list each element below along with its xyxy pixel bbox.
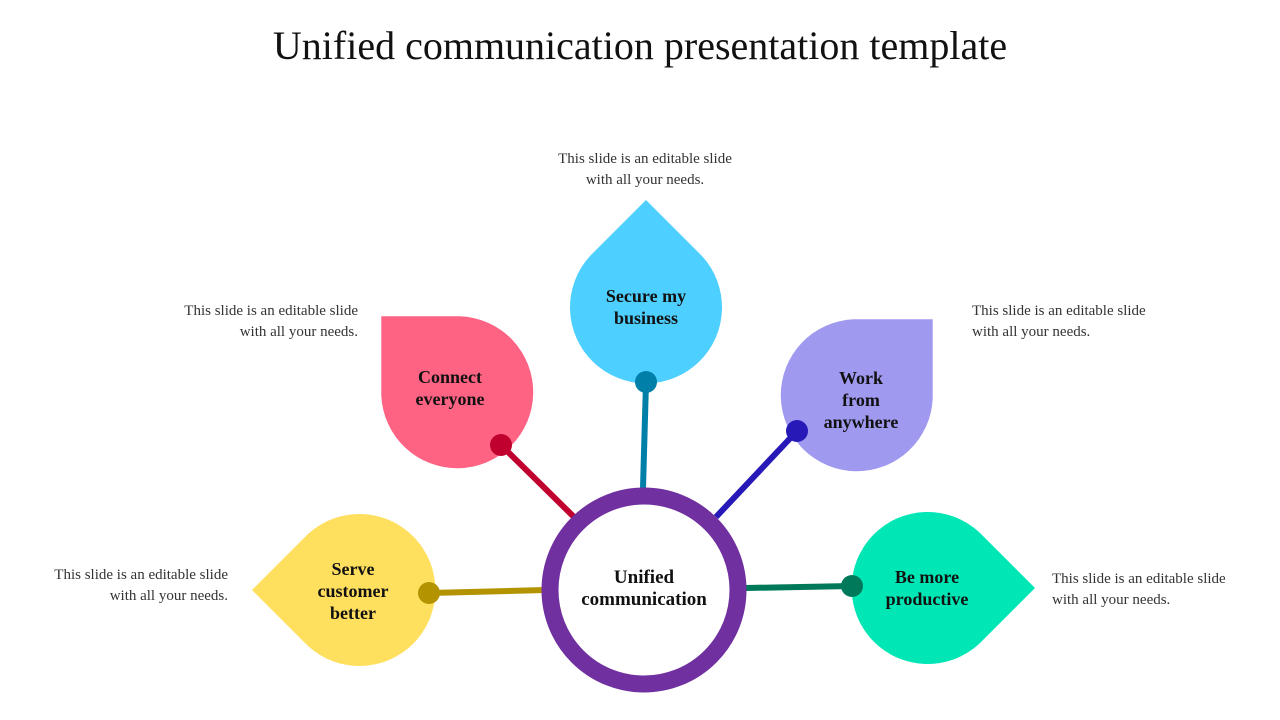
connector-productive [745,583,853,591]
label-secure: Secure my business [605,286,687,328]
description-work: This slide is an editable slide with all… [972,303,1146,340]
description-connect: This slide is an editable slide with all… [184,303,358,340]
label-productive: Be more productive [885,567,969,609]
drop-connect [381,316,534,469]
connector-work [713,428,800,520]
label-work: Work from anywhere [823,368,899,432]
connector-connect [498,442,577,520]
description-secure: This slide is an editable slide with all… [558,151,732,188]
connector-serve [429,587,546,596]
description-productive: This slide is an editable slide with all… [1052,571,1226,608]
slide-title: Unified communication presentation templ… [272,23,1008,68]
drop-productive [851,512,1035,664]
dot-secure [635,371,657,393]
description-serve: This slide is an editable slide with all… [54,567,228,604]
center-ring [541,487,747,693]
dot-work [786,420,808,442]
label-serve: Serve customer better [317,559,389,623]
center-label: Unified communication [581,567,707,610]
drop-serve [252,514,436,666]
drop-work [780,319,933,472]
connector-secure [640,381,649,489]
dot-serve [418,582,440,604]
dot-productive [841,575,863,597]
label-connect: Connect everyone [415,367,485,409]
drop-secure [570,200,722,384]
dot-connect [490,434,512,456]
